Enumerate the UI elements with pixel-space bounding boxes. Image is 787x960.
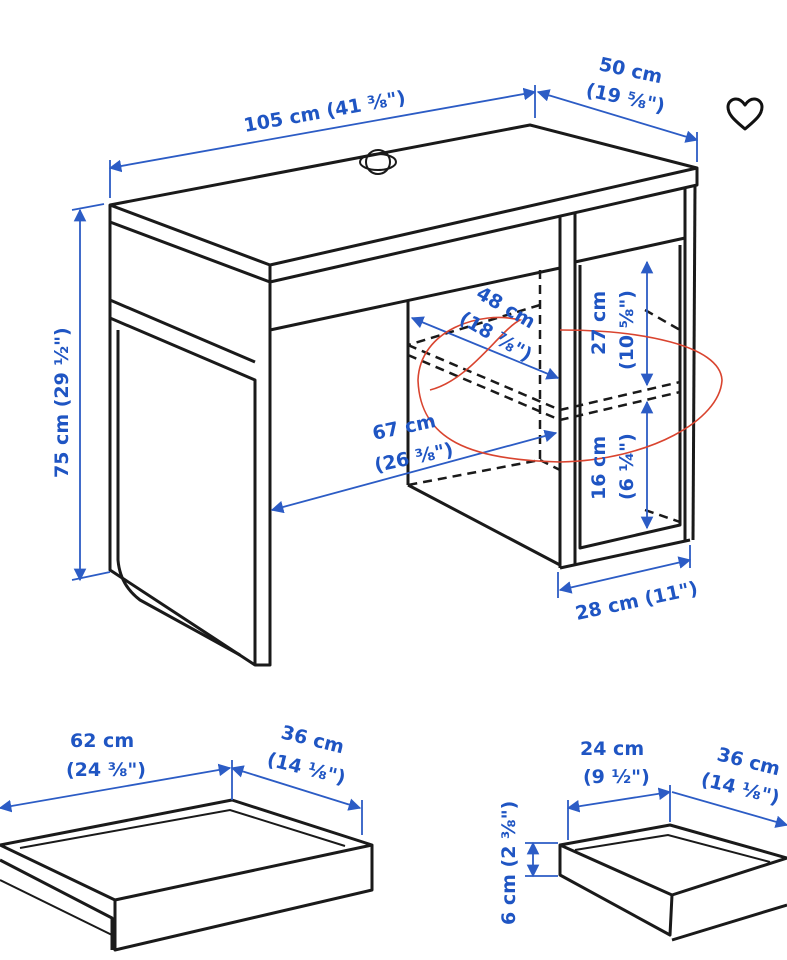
leg-space-cm-label: 67 cm <box>370 410 437 445</box>
large-drawer-width-cm-label: 62 cm <box>70 730 134 752</box>
small-drawer-drawing <box>525 785 787 942</box>
small-drawer-height-label: 6 cm (2 ⅜") <box>498 801 520 925</box>
small-drawer-width-cm-label: 24 cm <box>580 738 644 760</box>
dimension-lines <box>71 85 699 598</box>
upper-height-in-label: (10 ⅝") <box>616 290 638 370</box>
desk-height-label: 75 cm (29 ½") <box>51 327 73 478</box>
large-drawer-drawing <box>0 760 374 952</box>
upper-height-cm-label: 27 cm <box>588 291 610 355</box>
small-drawer-width-in-label: (9 ½") <box>583 766 650 788</box>
desk-drawing <box>108 123 699 667</box>
heart-icon[interactable] <box>725 96 765 132</box>
hand-drawn-circle-annotation <box>417 316 723 463</box>
lower-height-cm-label: 16 cm <box>588 436 610 500</box>
lower-height-in-label: (6 ¼") <box>616 433 638 500</box>
large-drawer-width-in-label: (24 ⅜") <box>66 759 146 781</box>
cabinet-width-label: 28 cm (11") <box>573 577 699 624</box>
